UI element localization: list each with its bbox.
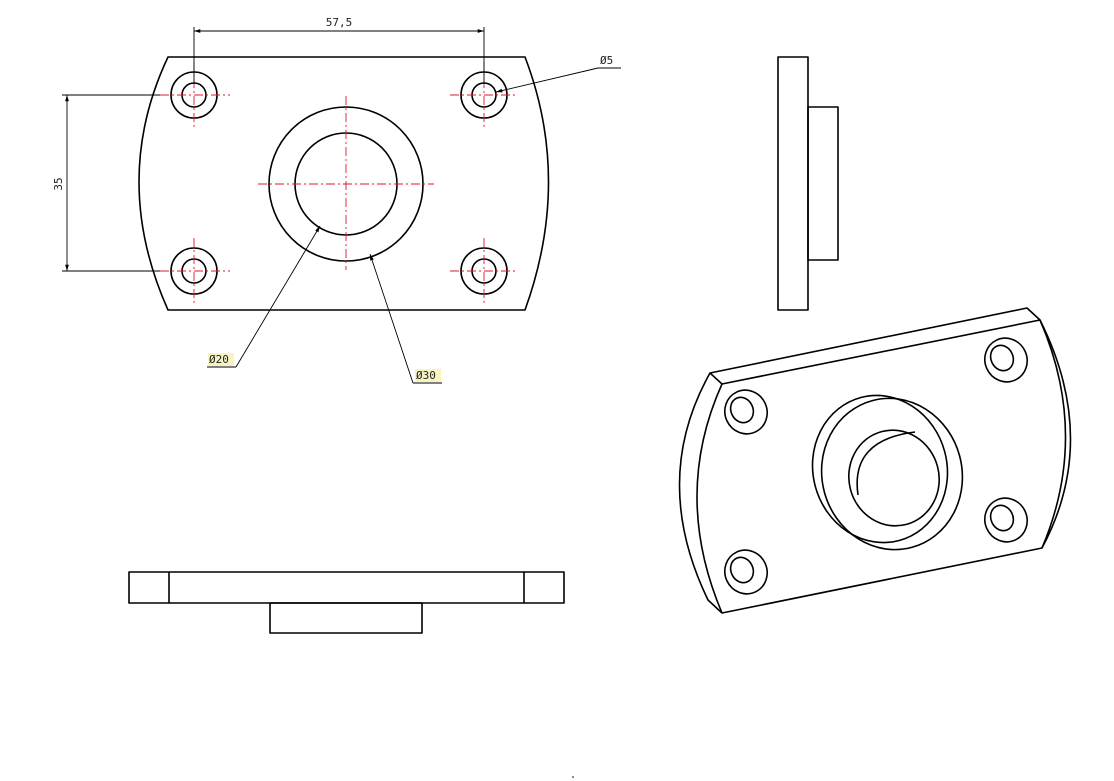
- small-hole-diameter-label: Ø5: [600, 54, 613, 67]
- dimension-height: 35: [52, 94, 160, 272]
- front-view: 57,5 35 Ø5 Ø20 Ø30: [52, 16, 621, 384]
- front-view-plate-outline: [138, 56, 550, 311]
- side-view-boss: [807, 106, 839, 261]
- leader-small-hole: Ø5: [495, 54, 621, 93]
- isometric-view: [678, 307, 1072, 614]
- bottom-view-boss: [269, 602, 423, 634]
- dimension-width: 57,5: [193, 16, 485, 84]
- boss-label-highlight: [415, 369, 441, 382]
- boss-diameter-label: Ø30: [416, 369, 436, 382]
- bore-label-highlight: [208, 353, 234, 366]
- iso-hole-top-right: [984, 337, 1028, 383]
- centerlines: [160, 62, 518, 304]
- dimension-width-label: 57,5: [326, 16, 353, 29]
- iso-boss: [811, 394, 964, 551]
- bottom-view: [128, 571, 565, 634]
- bottom-view-plate: [128, 571, 565, 604]
- leader-boss: Ø30: [369, 253, 442, 384]
- iso-hole-top-left: [724, 389, 768, 435]
- iso-hole-bottom-right: [984, 497, 1028, 543]
- side-view-plate: [777, 56, 809, 311]
- leader-bore: Ø20: [207, 225, 321, 368]
- bore-diameter-label: Ø20: [209, 353, 229, 366]
- stray-mark: [572, 776, 574, 778]
- side-view: [777, 56, 839, 311]
- iso-hole-bottom-left: [724, 549, 768, 595]
- dimension-height-label: 35: [52, 177, 65, 190]
